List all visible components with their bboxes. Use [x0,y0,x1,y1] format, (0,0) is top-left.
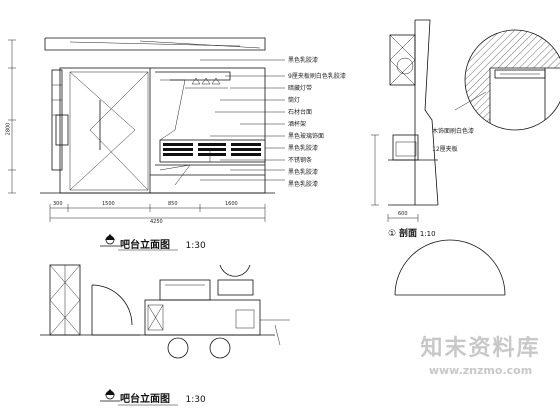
title-marker-2 [100,389,178,406]
arc-plan [394,239,506,296]
section-number: ① [388,229,397,239]
elevation-1-title: 吧台立面图 1:30 [120,236,206,251]
glass-rack [159,139,266,163]
watermark-url: www.znzmo.com [428,364,533,377]
dim-height: 2800 [5,122,12,136]
scale-text: 1:30 [185,395,206,405]
leader-label: 不锈钢条 [288,157,313,164]
title-text: 吧台立面图 [120,240,170,251]
leader-label: 黑色乳胶漆 [288,169,319,176]
leader-label: 石材台面 [288,109,313,116]
section-drawing [371,19,439,222]
leader-label: 木饰面刷白色漆 [432,128,475,135]
section-title: ① 剖面 1:10 [388,226,436,239]
title-text: 吧台立面图 [120,394,170,405]
leader-labels: 黑色乳胶漆 9厘夹板刷白色乳胶漆 暗藏灯带 筒灯 石材台面 酒杯架 黑色玻璃饰面… [288,55,346,191]
leader-label: 黑色乳胶漆 [288,181,319,188]
section-label: 剖面 [398,229,417,239]
leader-label: 酒杯架 [288,121,307,128]
watermark-brand: 知末资料库 [420,336,541,361]
section-scale: 1:10 [419,230,436,238]
leader-label: 黑色玻璃饰面 [288,133,325,140]
leader-lines [200,59,285,181]
leader-label: 12厘夹板 [432,146,458,153]
elevation-2 [40,264,290,359]
detail-callout [454,29,560,131]
leader-label: 暗藏灯带 [288,85,313,92]
dim-850: 850 [168,201,178,207]
leader-label: 9厘夹板刷白色乳胶漆 [288,73,346,80]
dim-1600: 1600 [225,201,238,207]
dim-section: 600 [398,211,408,217]
section-leaders: 木饰面刷白色漆 12厘夹板 [432,126,474,156]
leader-label: 黑色乳胶漆 [288,57,319,64]
downlights [191,77,221,85]
leader-label: 筒灯 [288,97,301,104]
leader-label: 黑色乳胶漆 [288,145,319,152]
elevation-1 [8,37,275,222]
elevation-2-title: 吧台立面图 1:30 [120,390,206,405]
dim-1500: 1500 [102,201,115,207]
watermark: 知末资料库 www.znzmo.com [408,330,553,377]
dim-300: 300 [53,201,63,207]
scale-text: 1:30 [185,241,206,251]
title-marker-1 [100,234,178,251]
dim-total: 4250 [150,219,163,225]
